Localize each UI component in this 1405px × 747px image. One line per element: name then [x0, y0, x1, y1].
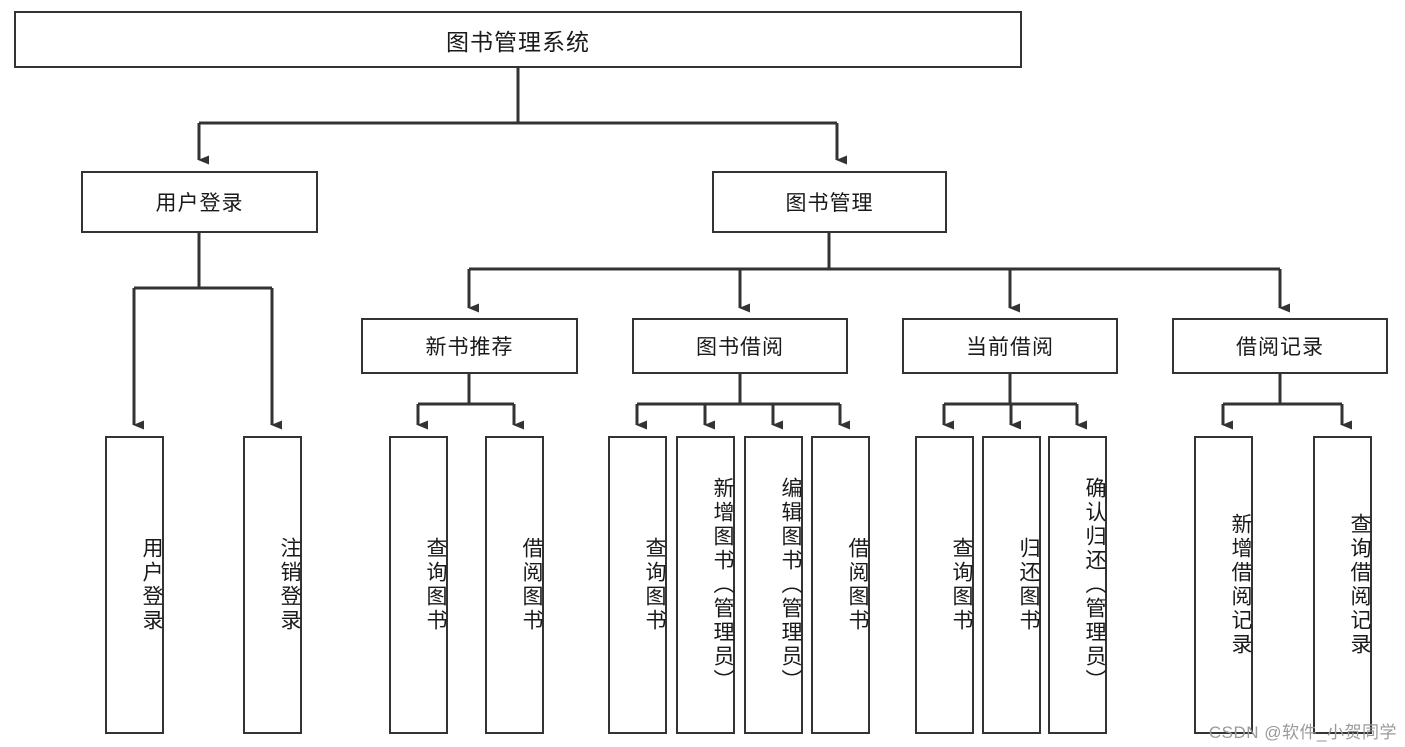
leaf-logout[interactable]: 注销登录: [243, 436, 302, 734]
leaf-user-login[interactable]: 用户登录: [105, 436, 164, 734]
leaf-label: 新增图书（管理员）: [711, 477, 734, 693]
leaf-return-book[interactable]: 归还图书: [982, 436, 1041, 734]
leaf-borrow-book-newbook[interactable]: 借阅图书: [485, 436, 544, 734]
leaf-add-borrow-record[interactable]: 新增借阅记录: [1194, 436, 1253, 734]
leaf-label: 用户登录: [140, 537, 163, 633]
node-new-book-recommend[interactable]: 新书推荐: [361, 318, 578, 374]
leaf-query-borrow-record[interactable]: 查询借阅记录: [1313, 436, 1372, 734]
leaf-add-book-admin[interactable]: 新增图书（管理员）: [676, 436, 735, 734]
leaf-label: 注销登录: [278, 537, 301, 633]
leaf-query-book-newbook[interactable]: 查询图书: [389, 436, 448, 734]
node-user-login[interactable]: 用户登录: [81, 171, 318, 233]
leaf-label: 查询借阅记录: [1348, 513, 1371, 657]
leaf-edit-book-admin[interactable]: 编辑图书（管理员）: [744, 436, 803, 734]
leaf-label: 借阅图书: [846, 537, 869, 633]
leaf-label: 归还图书: [1017, 537, 1040, 633]
leaf-query-book-current[interactable]: 查询图书: [915, 436, 974, 734]
leaf-label: 查询图书: [643, 537, 666, 633]
leaf-label: 编辑图书（管理员）: [779, 477, 802, 693]
leaf-label: 借阅图书: [520, 537, 543, 633]
node-root-system[interactable]: 图书管理系统: [14, 11, 1022, 68]
leaf-label: 新增借阅记录: [1229, 513, 1252, 657]
node-book-management[interactable]: 图书管理: [712, 171, 947, 233]
node-book-borrow[interactable]: 图书借阅: [632, 318, 848, 374]
leaf-query-book-borrow[interactable]: 查询图书: [608, 436, 667, 734]
leaf-label: 查询图书: [950, 537, 973, 633]
leaf-label: 查询图书: [424, 537, 447, 633]
leaf-label: 确认归还（管理员）: [1083, 477, 1106, 693]
leaf-borrow-book[interactable]: 借阅图书: [811, 436, 870, 734]
leaf-confirm-return-admin[interactable]: 确认归还（管理员）: [1048, 436, 1107, 734]
node-current-borrow[interactable]: 当前借阅: [902, 318, 1118, 374]
node-borrow-records[interactable]: 借阅记录: [1172, 318, 1388, 374]
csdn-watermark: CSDN @软件_小贺同学: [1208, 723, 1397, 742]
